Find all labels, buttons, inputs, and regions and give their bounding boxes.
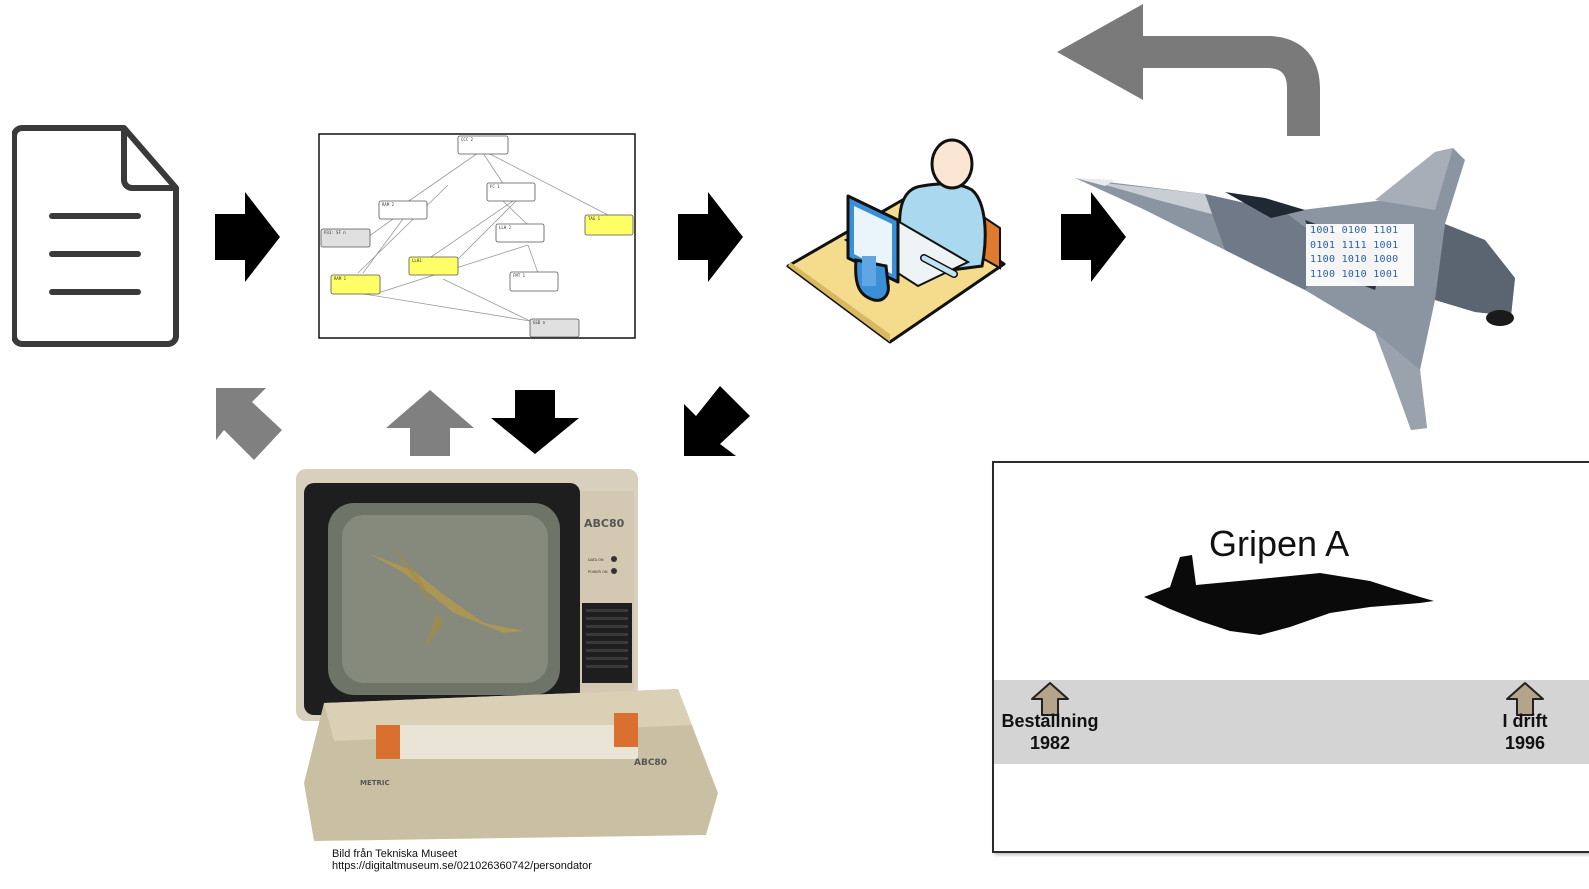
graph-node [486,182,536,202]
graph-node [330,274,381,295]
graph-node [584,214,634,236]
keyboard-label: METRIC [360,779,390,787]
panel-label: POWER ON [588,570,608,574]
graph-node-label: RAM 1 [334,276,347,281]
graph-node [509,271,559,292]
start-event: Beställning [1001,711,1099,731]
graph-node [320,228,371,248]
graph-node-label: TAG 1 [588,216,601,221]
start-marker-arrow-icon [1031,682,1069,716]
computer-brand: ABC80 [584,517,625,530]
binary-line: 1100 1010 1001 [1310,268,1399,280]
computer-brand-keyboard: ABC80 [634,758,667,768]
graph-node [378,200,428,220]
graph-node-label: GSD n [533,320,546,325]
arrow-down-icon [491,390,579,454]
arrow-up-icon [386,390,474,456]
return-arrow-icon [1057,4,1320,136]
panel-label: DATA ON [588,558,604,562]
binary-code-overlay: 1001 0100 1101 0101 1111 1001 1100 1010 … [1306,224,1414,286]
fighter-jet-image [1075,148,1515,430]
graph-node [457,135,509,155]
end-marker-arrow-icon [1506,682,1544,716]
binary-line: 1100 1010 1000 [1310,254,1399,265]
arrow-right-icon [678,192,743,282]
timeline-start-label: Beställning 1982 [1000,710,1100,754]
graph-node-label: CCC 2 [461,137,474,142]
graph-node-label: RAM 2 [382,202,395,207]
binary-line: 1001 0100 1101 [1310,225,1399,236]
graph-node-label: LLH1 [412,258,422,263]
credit-line: Bild från Tekniska Museet [332,848,458,860]
end-year: 1996 [1504,733,1546,753]
graph-node-label: LLH 2 [499,225,512,230]
arrow-up-left-icon [216,388,282,460]
credit-url: https://digitaltmuseum.se/021026360742/p… [332,860,592,872]
timeline-end-label: I drift 1996 [1494,710,1556,754]
document-icon [12,125,179,347]
end-event: I drift [1502,711,1548,731]
binary-line: 0101 1111 1001 [1310,239,1399,251]
abc80-computer-image: ABC80 DATA ON POWER ON METRIC ABC80 [296,469,718,841]
start-year: 1982 [1029,733,1071,753]
graph-node-label: FC 1 [490,184,500,189]
arrow-right-icon [215,192,280,282]
jet-silhouette-icon [1144,555,1434,635]
gripen-timeline: Gripen A Beställning 1982 I drift 1996 [992,461,1589,853]
graph-node-label: P33: SF n [324,230,346,235]
graph-node [495,223,545,243]
graph-node [408,256,459,276]
dependency-graph: CCC 2 RAM 2 FC 1 TAG 1 P33: SF n LLH 2 R… [318,133,636,339]
person-at-computer-icon [786,138,1006,344]
arrow-right-icon [1061,192,1126,282]
timeline-band [994,680,1589,764]
image-credit: Bild från Tekniska Museet https://digita… [332,848,592,872]
arrow-down-left-icon [684,386,750,456]
timeline-title: Gripen A [1209,523,1350,564]
graph-node-label: FMT 1 [513,273,526,278]
graph-node [529,318,580,338]
